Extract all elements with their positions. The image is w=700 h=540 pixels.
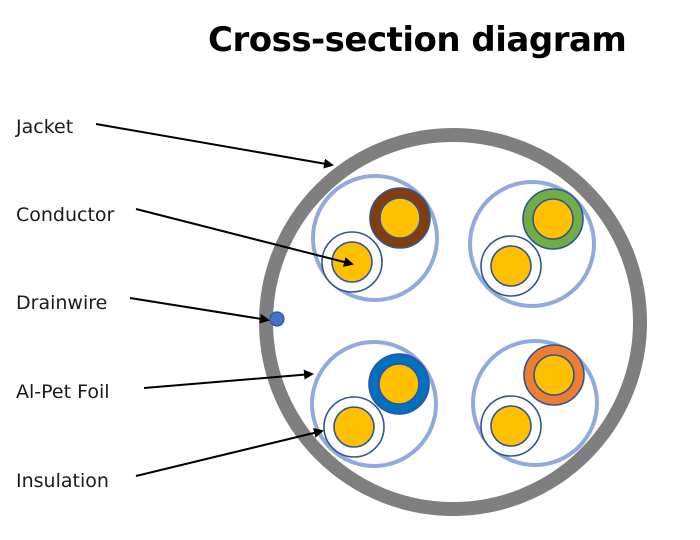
diagram-title: Cross-section diagram (208, 20, 627, 60)
pair-top-left-white-conductor (331, 241, 373, 283)
pair-top-right-green-conductor (532, 198, 574, 240)
pair-bottom-right-orange-conductor (533, 354, 575, 396)
pair-bottom-right-white-conductor (490, 405, 532, 447)
arrow-conductor (135, 208, 354, 267)
drainwire-dot (269, 311, 285, 327)
label-jacket: Jacket (16, 116, 74, 138)
label-conductor: Conductor (16, 204, 115, 226)
jacket-ring (259, 128, 647, 516)
pair-top-left-brown-conductor (379, 197, 421, 239)
arrow-al-pet-foil (143, 369, 314, 389)
arrow-jacket (95, 123, 334, 169)
label-insulation: Insulation (16, 470, 109, 492)
arrow-insulation (135, 428, 324, 477)
pair-top-right-white-conductor (490, 245, 532, 287)
label-al-pet-foil: Al-Pet Foil (16, 381, 110, 403)
pair-bottom-left-white-conductor (333, 406, 375, 448)
pair-bottom-left-blue-conductor (378, 363, 420, 405)
label-drainwire: Drainwire (16, 292, 108, 314)
twisted-pairs (310, 174, 599, 468)
arrow-drainwire (129, 297, 270, 324)
